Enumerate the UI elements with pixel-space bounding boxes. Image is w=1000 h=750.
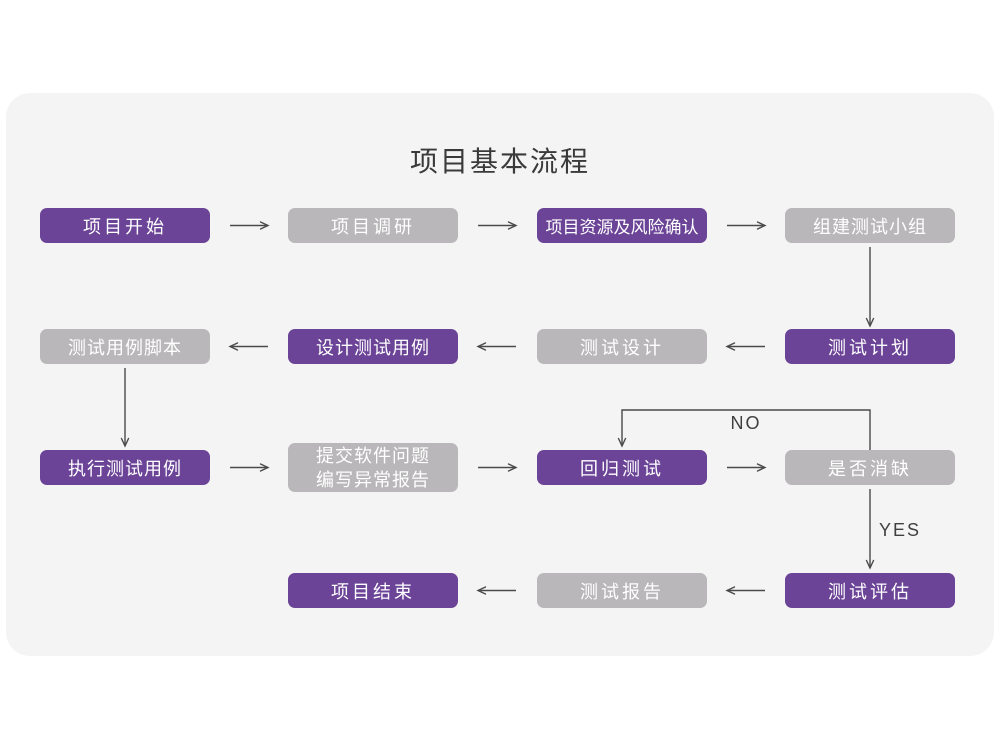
node-test-design: 测试设计 (537, 329, 707, 364)
node-build-test-team: 组建测试小组 (785, 208, 955, 243)
node-label: 测试设计 (580, 337, 664, 358)
node-label: 测试评估 (828, 581, 912, 602)
node-label: 项目调研 (331, 216, 415, 237)
node-label: 设计测试用例 (316, 337, 430, 358)
page-title: 项目基本流程 (409, 146, 590, 177)
node-regression-test: 回归测试 (537, 450, 707, 485)
node-label: 项目开始 (83, 216, 167, 237)
node-project-end: 项目结束 (288, 573, 458, 608)
node-test-evaluation: 测试评估 (785, 573, 955, 608)
node-resource-risk-confirm: 项目资源及风险确认 (537, 208, 707, 243)
branch-label-no: NO (730, 413, 762, 433)
node-label: 提交软件问题 编写异常报告 (316, 445, 430, 490)
node-label: 是否消缺 (828, 458, 912, 479)
node-test-report: 测试报告 (537, 573, 707, 608)
node-submit-issue-report: 提交软件问题 编写异常报告 (288, 443, 458, 492)
flowchart-canvas (6, 93, 994, 656)
node-label: 执行测试用例 (68, 458, 182, 479)
node-project-research: 项目调研 (288, 208, 458, 243)
node-label: 项目结束 (331, 581, 415, 602)
branch-label-yes: YES (879, 520, 922, 540)
node-project-start: 项目开始 (40, 208, 210, 243)
node-execute-test-case: 执行测试用例 (40, 450, 210, 485)
node-test-plan: 测试计划 (785, 329, 955, 364)
node-design-test-case: 设计测试用例 (288, 329, 458, 364)
node-label: 组建测试小组 (813, 216, 927, 237)
node-label: 测试用例脚本 (68, 337, 182, 358)
node-defect-cleared: 是否消缺 (785, 450, 955, 485)
node-label: 测试报告 (580, 581, 664, 602)
node-test-case-script: 测试用例脚本 (40, 329, 210, 364)
node-label: 回归测试 (580, 458, 664, 479)
node-label: 项目资源及风险确认 (545, 218, 699, 237)
node-label: 测试计划 (828, 337, 912, 358)
